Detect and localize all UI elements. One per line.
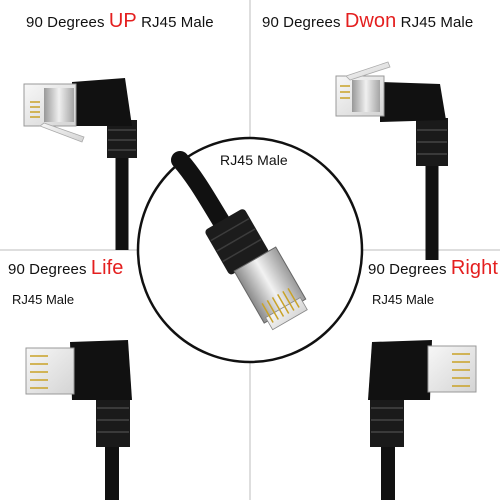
connector-left-angle <box>25 340 132 500</box>
connector-right-angle <box>368 340 477 500</box>
label-right-prefix: 90 Degrees <box>368 261 447 278</box>
connector-up-angle <box>23 78 137 250</box>
label-up-highlight: UP <box>108 10 137 32</box>
center-label: RJ45 Male <box>220 152 288 168</box>
label-down-highlight: Dwon <box>344 10 397 32</box>
label-down-prefix: 90 Degrees <box>262 14 341 31</box>
label-left: 90 Degrees Life <box>8 257 124 280</box>
label-left-highlight: Life <box>90 257 124 279</box>
label-left-sub: RJ45 Male <box>12 292 75 307</box>
center-detail <box>136 136 364 364</box>
label-up-prefix: 90 Degrees <box>26 14 105 31</box>
label-left-prefix: 90 Degrees <box>8 261 87 278</box>
label-right-sub: RJ45 Male <box>372 292 435 307</box>
label-right-highlight: Right <box>450 257 499 279</box>
label-down-suffix: RJ45 Male <box>400 14 474 31</box>
label-right: 90 Degrees Right <box>368 257 498 280</box>
connector-down-angle <box>335 61 448 260</box>
label-up-suffix: RJ45 Male <box>141 14 214 31</box>
label-up: 90 Degrees UP RJ45 Male <box>26 10 214 33</box>
label-down: 90 Degrees Dwon RJ45 Male <box>262 10 473 33</box>
